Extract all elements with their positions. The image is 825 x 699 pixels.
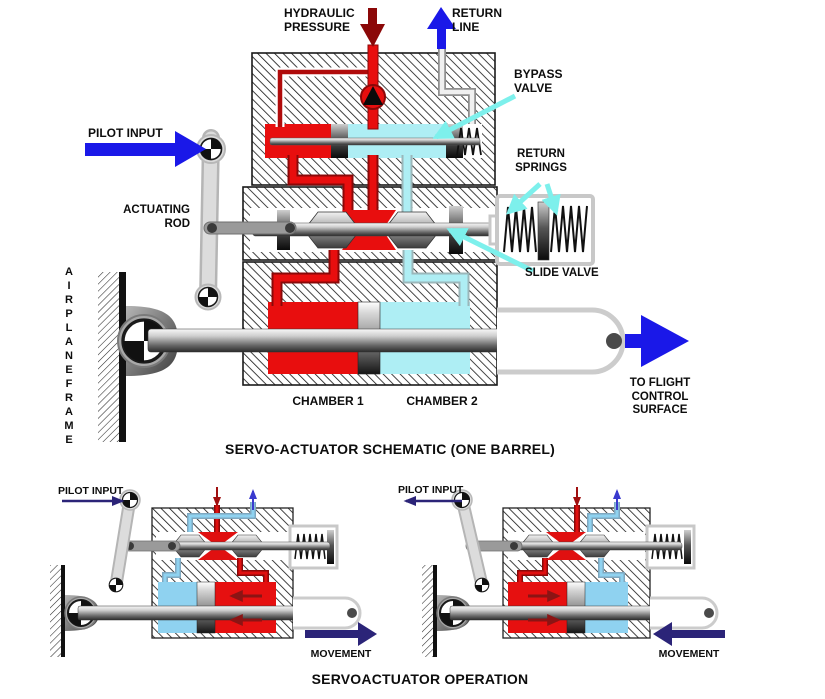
operation-panel-left <box>50 487 377 657</box>
mini-frame-mount <box>50 565 99 657</box>
piston-rod <box>147 328 531 353</box>
mini-clevis <box>650 596 719 630</box>
movement-label-right: MOVEMENT <box>658 648 720 660</box>
mini-slide-valve <box>503 532 683 560</box>
return-spring-right <box>550 205 588 253</box>
mini-return-spring <box>294 533 326 560</box>
return-line-label: RETURN LINE <box>452 6 502 35</box>
mini-flow-arrows <box>528 590 561 626</box>
mini-lever <box>109 492 137 592</box>
bypass-spring <box>456 127 482 156</box>
callout-arrows <box>432 93 561 274</box>
return-line-pipe <box>438 40 476 124</box>
slide-valve <box>251 206 546 254</box>
mini-actuating-rod <box>123 540 181 552</box>
airplane-label: AIRPLANE <box>63 266 75 378</box>
movement-label-left: MOVEMENT <box>310 648 372 660</box>
chamber-2-label: CHAMBER 2 <box>406 394 478 408</box>
hydraulic-pressure-label: HYDRAULIC PRESSURE <box>284 6 355 35</box>
pressure-pipes <box>287 155 379 213</box>
bypass-valve-label: BYPASS VALVE <box>514 67 563 96</box>
mini-piston-rod <box>449 605 683 621</box>
mini-pilot-pivot <box>121 491 139 509</box>
main-schematic <box>85 7 689 442</box>
feedback-pivot <box>197 286 219 308</box>
movement-arrow-right-dir <box>305 622 377 646</box>
return-spring-left <box>503 206 537 253</box>
airplane-frame-mount <box>98 272 178 442</box>
mini-feedback-pivot <box>108 577 124 593</box>
control-lever <box>199 129 220 309</box>
return-springs-label: RETURN SPRINGS <box>515 148 567 174</box>
pilot-input-label-left: PILOT INPUT <box>58 485 124 497</box>
hydraulic-pressure-arrow <box>360 8 385 47</box>
pilot-input-label-right: PILOT INPUT <box>398 484 464 496</box>
main-caption: SERVO-ACTUATOR SCHEMATIC (ONE BARREL) <box>225 441 555 457</box>
bypass-rod <box>269 137 481 146</box>
chamber-pipes <box>271 250 470 306</box>
operation-panel-right <box>403 487 725 657</box>
pressure-gallery <box>275 67 368 127</box>
output-clevis <box>497 307 626 375</box>
bypass-valve-pointer <box>432 93 517 140</box>
return-springs-pointer-left <box>506 182 542 215</box>
return-line-arrow <box>427 7 456 49</box>
mini-pipes <box>517 502 625 585</box>
mini-clevis <box>293 596 362 630</box>
chamber-1-label: CHAMBER 1 <box>292 394 364 408</box>
pilot-input-arrow <box>85 131 206 167</box>
spring-washer <box>537 201 550 261</box>
slide-valve-pointer <box>446 227 535 274</box>
return-springs-pointer-right <box>541 183 561 216</box>
return-springs-assembly <box>488 194 595 266</box>
mini-return-spring <box>651 533 683 560</box>
mini-slide-valve <box>151 532 331 560</box>
to-flight-control-label: TO FLIGHT CONTROL SURFACE <box>629 377 691 417</box>
flight-control-arrow <box>625 315 689 367</box>
movement-arrow-left-dir <box>653 622 725 646</box>
operation-caption: SERVOACTUATOR OPERATION <box>311 671 529 687</box>
pilot-input-label: PILOT INPUT <box>88 126 163 140</box>
frame-label: FRAME <box>63 378 75 448</box>
mini-lever <box>455 492 489 592</box>
actuating-rod-label: ACTUATING ROD <box>123 204 190 230</box>
mini-piston-rod <box>77 605 295 621</box>
mini-feedback-pivot <box>474 577 490 593</box>
actuating-rod <box>203 221 297 235</box>
slide-valve-label: SLIDE VALVE <box>525 267 599 279</box>
actuator-piston-assembly <box>147 301 626 375</box>
mini-flow-arrows <box>229 590 262 626</box>
